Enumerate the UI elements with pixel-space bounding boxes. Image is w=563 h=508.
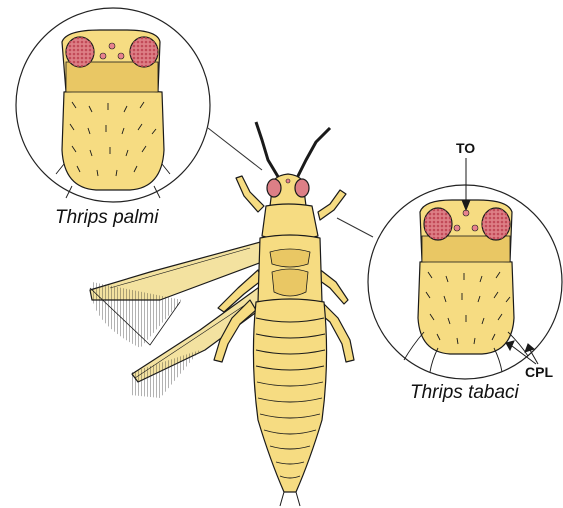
- thrips-tabaci-closeup: [368, 158, 562, 379]
- main-abdomen: [253, 299, 326, 492]
- right-connector-line: [337, 218, 373, 237]
- main-right-eye: [295, 179, 309, 197]
- thrips-tabaci-head-closeup: [418, 200, 514, 354]
- thrips-palmi-label: Thrips palmi: [55, 207, 158, 229]
- thrips-palmi-closeup: [16, 8, 210, 202]
- cpl-annotation-label: CPL: [525, 364, 553, 380]
- left-connector-line: [208, 128, 262, 170]
- thrips-tabaci-label: Thrips tabaci: [410, 382, 519, 404]
- main-left-eye: [267, 179, 281, 197]
- to-annotation-label: TO: [456, 140, 475, 156]
